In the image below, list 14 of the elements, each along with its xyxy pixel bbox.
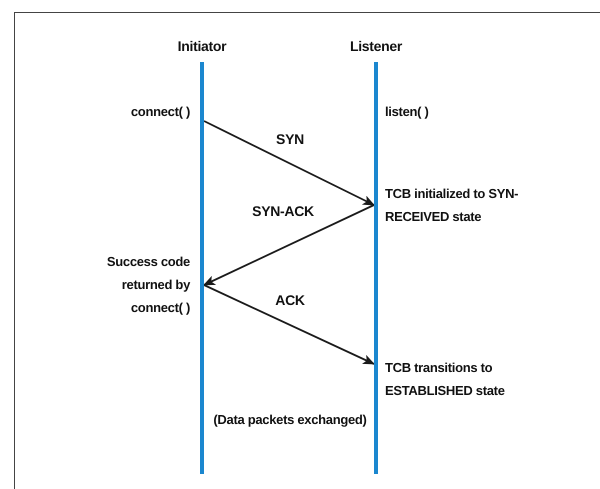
lifeline-title: Initiator [178, 37, 226, 56]
edge-label: SYN [274, 131, 306, 147]
step-note: connect( ) [130, 103, 190, 121]
lifeline-title: Listener [350, 37, 402, 56]
message-arrow [204, 120, 375, 206]
step-note: Success code returned by connect( ) [106, 253, 190, 317]
edge-label: SYN-ACK [250, 203, 316, 219]
step-note: listen( ) [385, 103, 430, 121]
step-note: (Data packets exchanged) [212, 411, 368, 429]
message-arrow [204, 284, 375, 365]
edge-label: ACK [273, 292, 307, 308]
message-arrow [203, 204, 374, 286]
step-note: TCB transitions to ESTABLISHED state [385, 359, 506, 400]
step-note: TCB initialized to SYN-RECEIVED state [385, 185, 520, 226]
